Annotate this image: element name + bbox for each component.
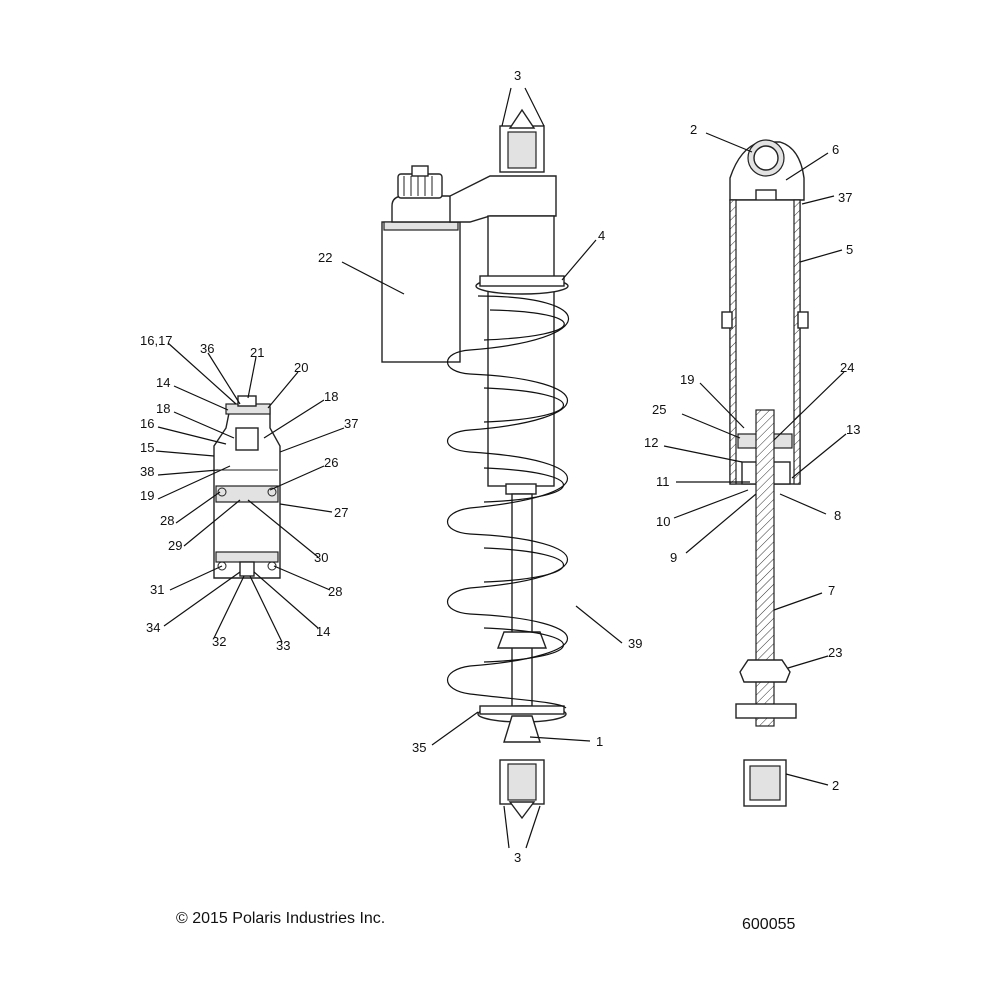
coil-spring	[447, 295, 570, 709]
callout-sec-2-top: 2	[690, 122, 697, 137]
callout-main-22: 22	[318, 250, 332, 265]
callout-res-20: 20	[294, 360, 308, 375]
callout-res-16: 16	[140, 416, 154, 431]
callout-main-1: 1	[596, 734, 603, 749]
callout-main-top-3: 3	[514, 68, 521, 83]
callout-res-38: 38	[140, 464, 154, 479]
callout-sec-7: 7	[828, 583, 835, 598]
callout-res-16-17: 16,17	[140, 333, 173, 348]
diagram-number: 600055	[742, 916, 796, 933]
shock-section-view	[721, 139, 809, 807]
callout-sec-13: 13	[846, 422, 860, 437]
reservoir-canister	[381, 165, 461, 363]
callout-sec-12: 12	[644, 435, 658, 450]
callout-res-18-right: 18	[324, 389, 338, 404]
callout-res-31: 31	[150, 582, 164, 597]
callout-main-39: 39	[628, 636, 642, 651]
callout-res-34: 34	[146, 620, 160, 635]
copyright-text: © 2015 Polaris Industries Inc.	[176, 910, 386, 927]
reservoir-cutaway	[213, 395, 281, 579]
callout-sec-37: 37	[838, 190, 852, 205]
callout-sec-23: 23	[828, 645, 842, 660]
callout-res-14-bottom: 14	[316, 624, 330, 639]
callout-sec-5: 5	[846, 242, 853, 257]
callout-res-37: 37	[344, 416, 358, 431]
callout-res-21: 21	[250, 345, 264, 360]
main-shock-assembly	[381, 108, 570, 820]
callout-res-14-top: 14	[156, 375, 170, 390]
callout-res-28-left: 28	[160, 513, 174, 528]
callout-sec-2-bottom: 2	[832, 778, 839, 793]
callout-sec-10: 10	[656, 514, 670, 529]
callout-res-18-left: 18	[156, 401, 170, 416]
callout-res-28-right: 28	[328, 584, 342, 599]
callout-res-27: 27	[334, 505, 348, 520]
bottom-eyelet	[499, 759, 545, 820]
callout-res-26: 26	[324, 455, 338, 470]
callout-main-35: 35	[412, 740, 426, 755]
callout-res-36: 36	[200, 341, 214, 356]
callout-sec-19: 19	[680, 372, 694, 387]
top-eyelet	[499, 108, 545, 173]
callout-sec-8: 8	[834, 508, 841, 523]
callout-sec-9: 9	[670, 550, 677, 565]
leader-lines	[155, 87, 847, 849]
callout-res-32: 32	[212, 634, 226, 649]
callout-res-19: 19	[140, 488, 154, 503]
callout-res-30: 30	[314, 550, 328, 565]
callout-res-33: 33	[276, 638, 290, 653]
callout-main-bottom-3: 3	[514, 850, 521, 865]
callout-labels: 3 22 4 39 35 1 3 16,17 36 21 20 14 18 18…	[140, 68, 860, 865]
callout-res-29: 29	[168, 538, 182, 553]
callout-sec-25: 25	[652, 402, 666, 417]
callout-sec-11: 11	[656, 474, 670, 489]
callout-sec-6: 6	[832, 142, 839, 157]
callout-main-4: 4	[598, 228, 605, 243]
callout-sec-24: 24	[840, 360, 854, 375]
callout-res-15: 15	[140, 440, 154, 455]
